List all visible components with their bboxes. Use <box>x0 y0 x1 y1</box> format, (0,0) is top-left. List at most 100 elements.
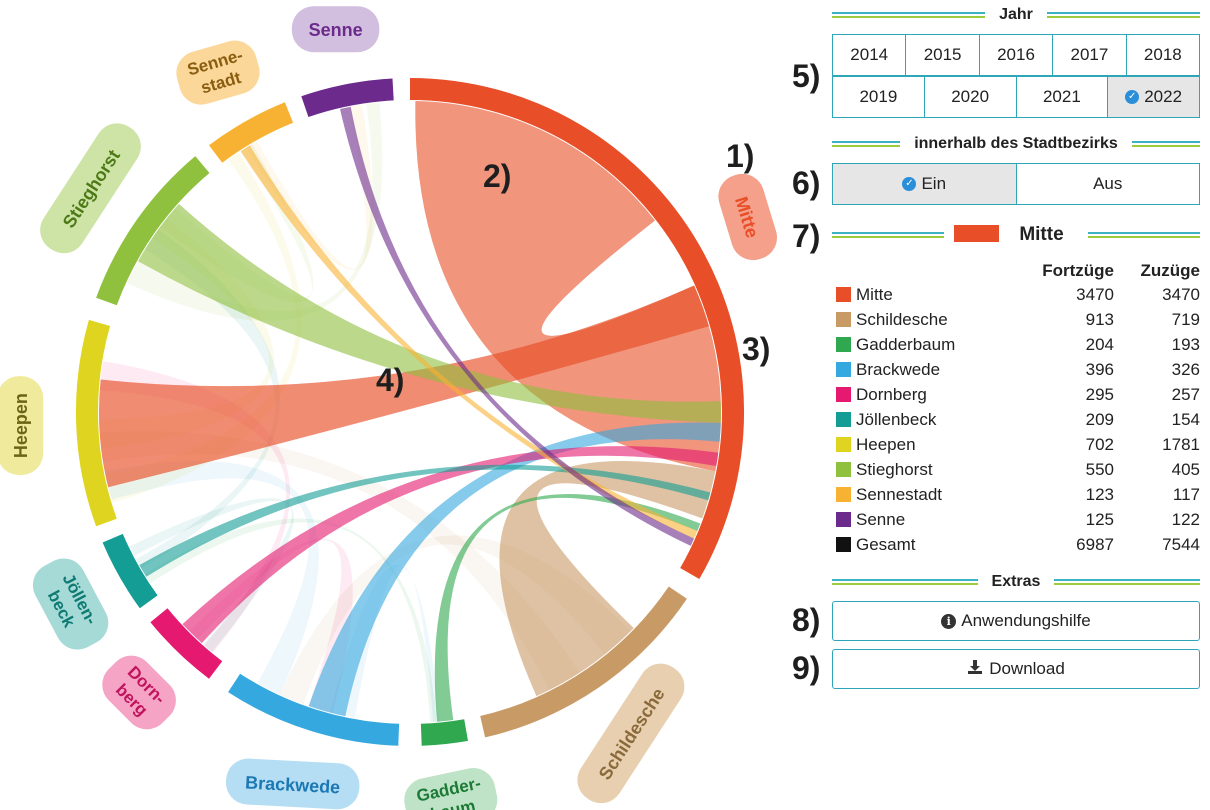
label-mitte[interactable]: Mitte <box>713 168 780 265</box>
year-button-2014[interactable]: 2014 <box>832 34 907 76</box>
annotation-4: 4) <box>376 362 405 398</box>
ribbon-faint <box>104 461 319 695</box>
year-button-2018[interactable]: 2018 <box>1125 34 1201 76</box>
ribbon-faint <box>329 564 440 723</box>
label-pill <box>225 758 360 810</box>
annotation-2: 2) <box>483 158 512 194</box>
color-swatch <box>836 487 851 502</box>
arc-brackwede[interactable] <box>228 673 400 746</box>
annotation-1: 1) <box>726 138 755 174</box>
color-swatch <box>836 537 851 552</box>
ribbon-mitte-schildesche <box>499 461 716 697</box>
year-button-2020[interactable]: 2020 <box>923 76 1017 118</box>
ribbon-mitte-dornberg <box>182 446 719 644</box>
row-zuzuege: 154 <box>1171 410 1200 429</box>
district-section-header: innerhalb des Stadtbezirks <box>832 135 1200 155</box>
row-zuzuege: 7544 <box>1162 535 1200 554</box>
arc-heepen[interactable] <box>75 319 117 527</box>
row-name: Gesamt <box>856 535 916 554</box>
ribbon-faint <box>129 498 294 652</box>
table-row: Sennestadt 123 117 <box>836 482 1200 507</box>
color-swatch <box>836 287 851 302</box>
label-text: Brackwede <box>245 772 341 797</box>
label-pill <box>176 40 260 105</box>
annotation-9: 9) <box>792 650 821 686</box>
arc-sennestadt[interactable] <box>209 102 294 163</box>
year-row-1: 2014 2015 2016 2017 2018 <box>832 34 1201 76</box>
row-name: Schildesche <box>856 310 948 329</box>
label-pill <box>0 376 44 476</box>
district-button-aus[interactable]: Aus <box>1015 163 1200 205</box>
download-button[interactable]: Download <box>832 649 1200 689</box>
row-name: Senne <box>856 510 906 529</box>
year-button-2015[interactable]: 2015 <box>905 34 980 76</box>
ribbon-faint <box>99 431 580 690</box>
arc-senne[interactable] <box>301 78 394 118</box>
row-fortzuege: 295 <box>1085 385 1114 404</box>
color-swatch <box>836 387 851 402</box>
year-row-2: 2019 2020 2021 ✓2022 <box>832 76 1200 118</box>
label-dornberg[interactable]: Dorn-berg <box>93 647 185 739</box>
row-zuzuege: 117 <box>1172 485 1200 504</box>
arc-mitte[interactable] <box>410 77 745 579</box>
color-swatch <box>836 312 851 327</box>
row-name: Brackwede <box>856 360 941 379</box>
label-pill <box>718 173 778 261</box>
color-swatch <box>836 412 851 427</box>
selected-color-swatch <box>954 225 1000 242</box>
arc-schildesche[interactable] <box>480 586 687 738</box>
annotation-3: 3) <box>742 331 771 367</box>
row-fortzuege: 125 <box>1085 510 1114 529</box>
row-name: Sennestadt <box>856 485 943 504</box>
table-row: Gesamt 6987 7544 <box>836 532 1200 557</box>
column-header-zuzuege: Zuzüge <box>1140 261 1201 280</box>
year-button-2022[interactable]: ✓2022 <box>1107 76 1200 118</box>
year-button-2017[interactable]: 2017 <box>1052 34 1127 76</box>
label-jöllenbeck[interactable]: Jöllen-beck <box>25 551 116 658</box>
annotation-5: 5) <box>792 58 821 94</box>
label-pill <box>291 6 380 53</box>
row-name: Heepen <box>856 435 916 454</box>
label-senne[interactable]: Senne <box>291 6 380 53</box>
ribbon-mitte-brackwede <box>308 422 721 717</box>
annotation-7: 7) <box>792 218 821 254</box>
label-gadderbaum[interactable]: Gadder-baum <box>400 764 501 810</box>
info-icon: i <box>941 613 957 629</box>
year-button-2019[interactable]: 2019 <box>832 76 925 118</box>
arc-dornberg[interactable] <box>150 608 223 679</box>
year-label: Jahr <box>985 6 1047 23</box>
arc-gadderbaum[interactable] <box>420 719 468 746</box>
year-button-2016[interactable]: 2016 <box>978 34 1054 76</box>
extras-section-header: Extras <box>832 573 1200 593</box>
row-fortzuege: 209 <box>1085 410 1114 429</box>
column-header-fortzuege: Fortzüge <box>1042 261 1114 280</box>
arc-jöllenbeck[interactable] <box>102 533 158 609</box>
row-fortzuege: 123 <box>1085 485 1114 504</box>
arc-stieghorst[interactable] <box>96 156 210 306</box>
year-button-2021[interactable]: 2021 <box>1015 76 1109 118</box>
row-fortzuege: 550 <box>1085 460 1114 479</box>
district-button-ein-label: Ein <box>921 174 947 193</box>
label-heepen[interactable]: Heepen <box>0 376 44 476</box>
color-swatch <box>836 337 851 352</box>
annotation-8: 8) <box>792 602 821 638</box>
label-brackwede[interactable]: Brackwede <box>225 757 361 810</box>
row-fortzuege: 6987 <box>1076 535 1114 554</box>
row-fortzuege: 913 <box>1085 310 1114 329</box>
extras-label: Extras <box>977 573 1055 590</box>
ribbon-mitte-jöllenbeck <box>139 464 711 577</box>
color-swatch <box>836 437 851 452</box>
row-zuzuege: 257 <box>1171 385 1200 404</box>
district-button-ein[interactable]: ✓Ein <box>832 163 1017 205</box>
label-sennestadt[interactable]: Senne-stadt <box>171 35 265 110</box>
row-fortzuege: 702 <box>1085 435 1114 454</box>
